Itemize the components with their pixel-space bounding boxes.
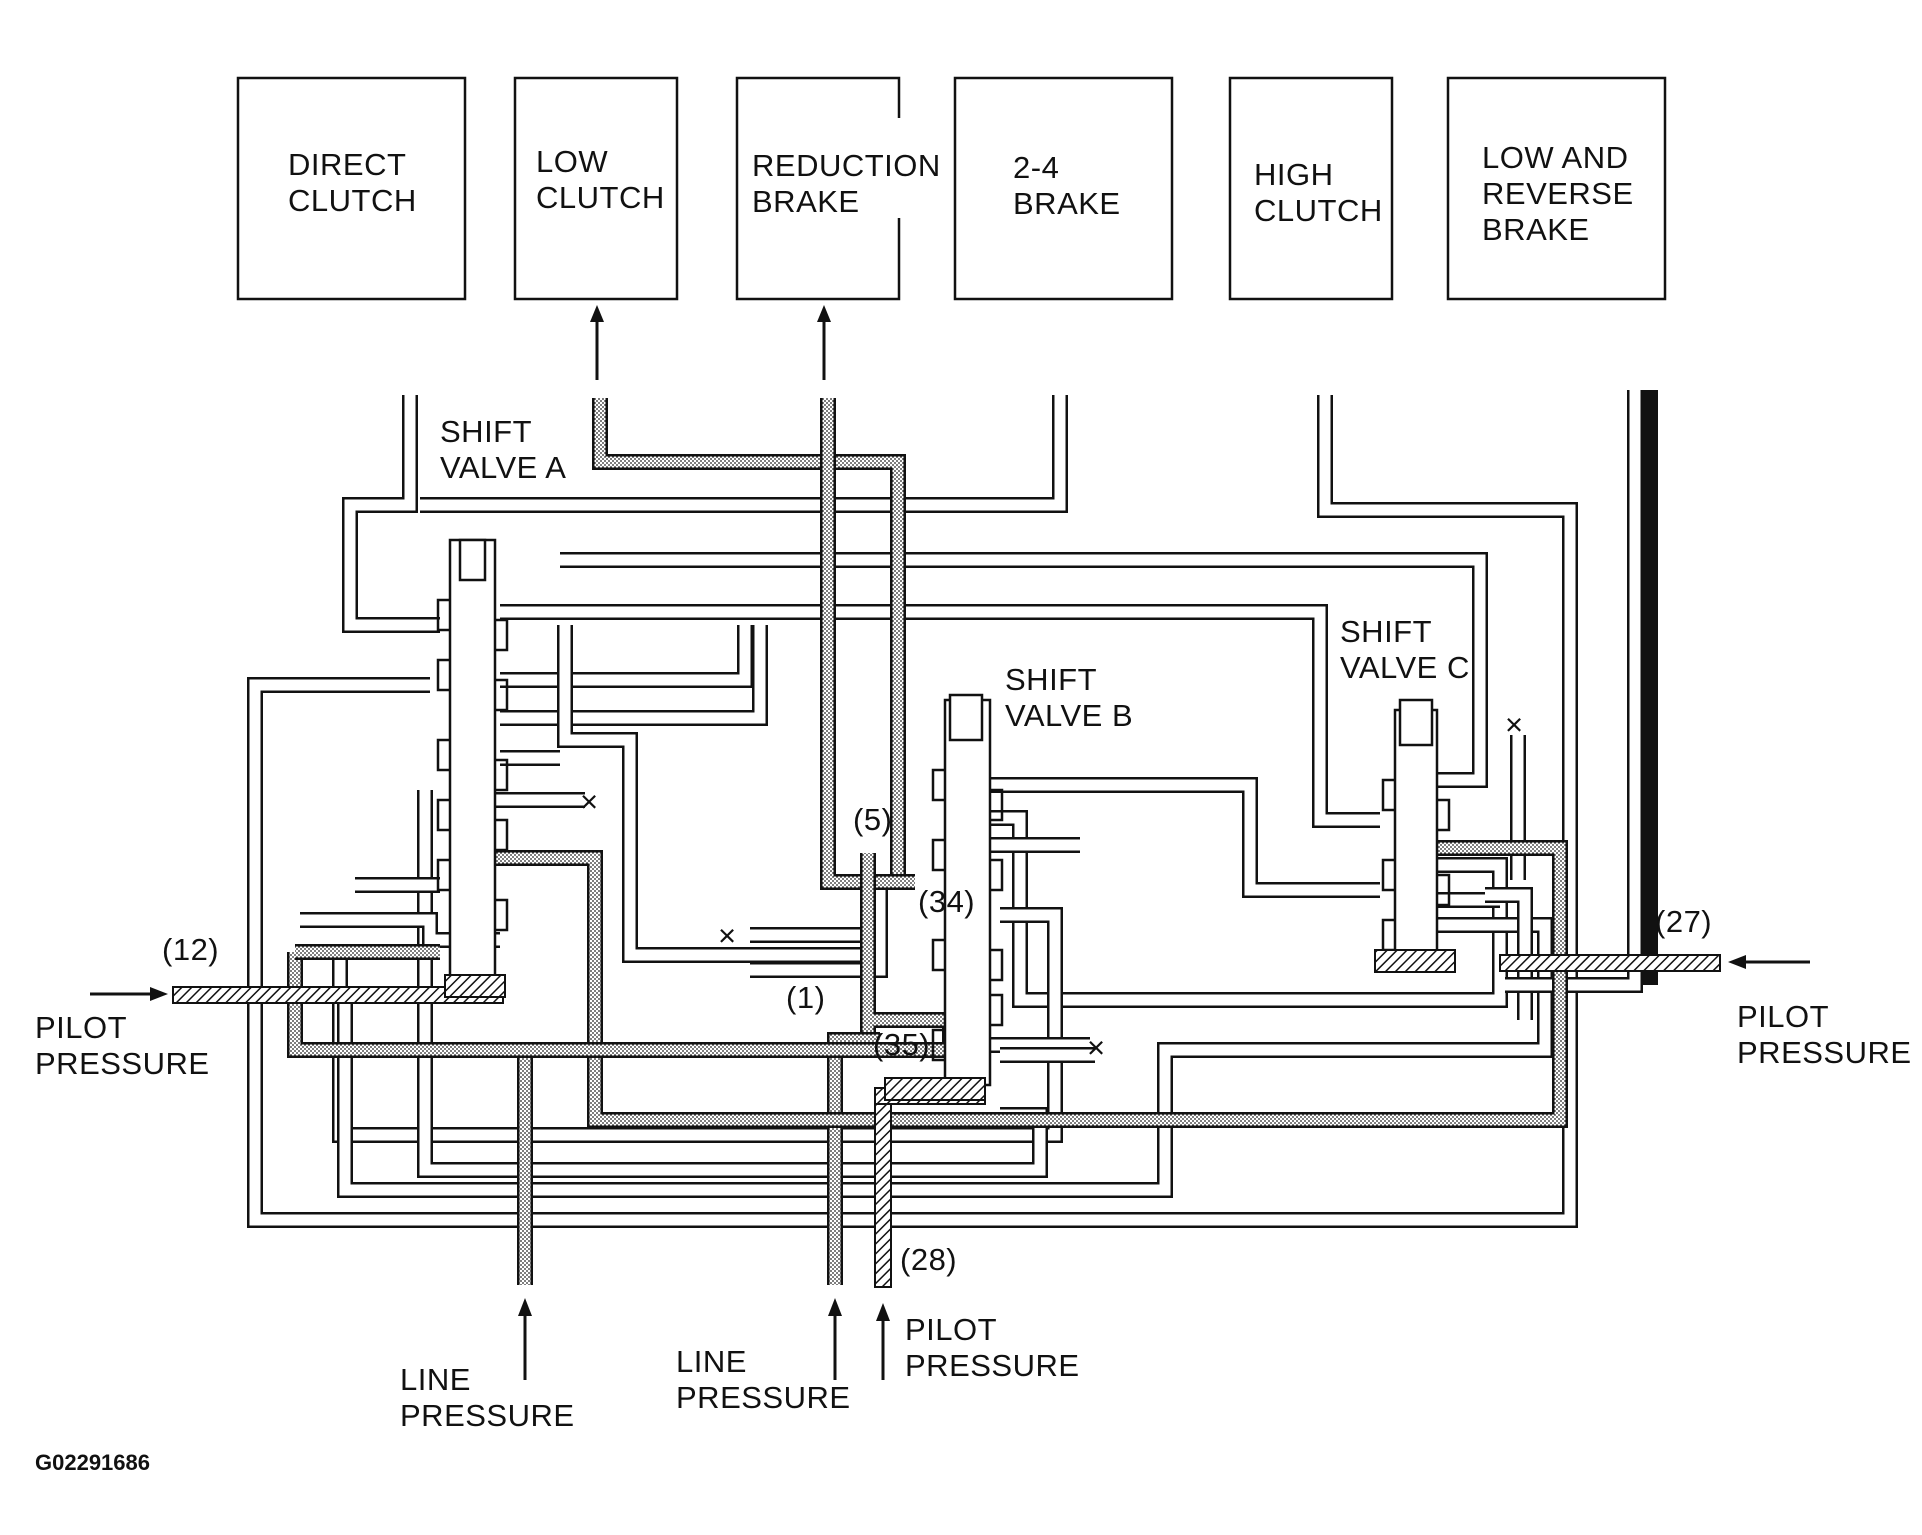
fluid-passages	[247, 390, 1658, 1228]
component-boxes	[236, 76, 1667, 301]
shift-valve-b	[884, 693, 1004, 1101]
line-pressure-passages	[287, 398, 1568, 1285]
port-5-label: (5)	[853, 802, 892, 837]
pilot-line-28	[874, 1094, 892, 1288]
shift-valve-c	[1374, 698, 1456, 973]
output-arrows	[590, 305, 831, 380]
drain-mark-b-left: ×	[718, 918, 737, 953]
drain-mark-a: ×	[580, 784, 599, 819]
high-clutch-box	[1228, 76, 1394, 301]
drain-mark-c: ×	[1505, 707, 1524, 742]
drain-mark-b-right: ×	[1087, 1030, 1106, 1065]
low-reverse-brake-box	[1446, 76, 1667, 301]
port-35-label: (35)	[873, 1027, 930, 1062]
port-12-label: (12)	[162, 932, 219, 967]
pilot-line-27	[1499, 954, 1721, 972]
brake-2-4-box	[953, 76, 1174, 301]
port-27-label: (27)	[1655, 904, 1712, 939]
figure-id: G02291686	[35, 1450, 150, 1475]
input-arrows	[90, 955, 1810, 1380]
port-1-label: (1)	[786, 980, 825, 1015]
port-28-label: (28)	[900, 1242, 957, 1277]
shift-valve-a	[436, 538, 509, 998]
port-34-label: (34)	[918, 884, 975, 919]
reduction-brake-box	[735, 76, 901, 301]
drain-marks: × × × ×	[580, 707, 1524, 1065]
low-clutch-box	[513, 76, 679, 301]
direct-clutch-box	[236, 76, 467, 301]
